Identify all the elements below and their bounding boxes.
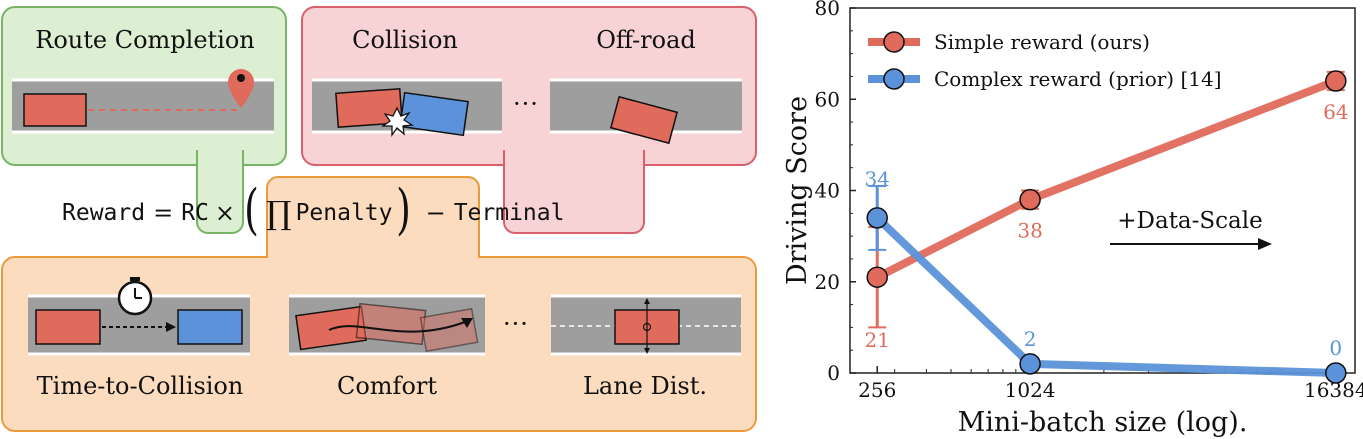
data-label-simple: 38 [1017, 219, 1042, 243]
data-point [1019, 353, 1041, 375]
collision-illustration [312, 78, 502, 138]
x-axis-label: Mini-batch size (log). [958, 407, 1248, 438]
data-label-complex: 34 [864, 167, 889, 191]
y-tick-label: 20 [815, 270, 840, 294]
y-tick-label: 40 [815, 179, 840, 203]
data-point [1019, 188, 1041, 211]
offroad-title: Off-road [596, 26, 696, 54]
formula-terminal: Terminal [453, 200, 565, 226]
terminal-connector [503, 150, 645, 234]
rc-connector [196, 150, 244, 234]
formula-reward: Reward [62, 200, 146, 226]
penalty-connector-joint [268, 252, 478, 262]
data-label-simple: 21 [864, 328, 889, 352]
lane-dist-title: Lane Dist. [582, 372, 708, 400]
data-label-complex: 0 [1329, 336, 1342, 360]
legend-label: Simple reward (ours) [934, 30, 1150, 54]
reward-formula: Reward = RC × ( ∏ Penalty ) − Terminal [62, 182, 564, 244]
penalty-connector [266, 176, 480, 266]
terminal-connector-joint [505, 146, 643, 156]
y-tick-label: 80 [815, 0, 840, 20]
formula-prod: ∏ [266, 194, 292, 232]
data-point [866, 207, 888, 229]
route-road-illustration [12, 69, 274, 134]
crash-star-icon [380, 106, 414, 138]
offroad-illustration [550, 78, 742, 145]
terminal-ellipsis: ··· [513, 90, 539, 118]
data-label-complex: 2 [1024, 327, 1037, 351]
series-line-simple [875, 77, 1338, 281]
formula-rc: RC [181, 200, 209, 226]
plot-frame [849, 7, 1356, 374]
formula-minus: − [425, 199, 446, 227]
x-tick-label: 1024 [1005, 378, 1056, 402]
x-tick-label: 256 [858, 378, 896, 402]
data-point [1325, 362, 1347, 384]
comfort-illustration [289, 294, 485, 356]
data-point [1325, 70, 1347, 92]
lane-dist-illustration [551, 294, 741, 356]
data-scale-annotation: +Data-Scale [1117, 208, 1262, 234]
y-axis-label: Driving Score [782, 96, 813, 285]
location-pin-icon [228, 69, 254, 108]
legend-marker [883, 68, 905, 90]
data-label-simple: 64 [1323, 100, 1348, 124]
formula-rparen: ) [395, 178, 411, 241]
y-tick-label: 0 [827, 361, 840, 385]
ttc-title: Time-to-Collision [36, 372, 244, 400]
formula-penalty: Penalty [295, 200, 393, 226]
route-completion-title: Route Completion [35, 26, 255, 54]
data-scale-arrow-head [1258, 238, 1272, 250]
rc-connector-joint [198, 146, 242, 156]
y-tick-label: 60 [815, 87, 840, 111]
formula-equals: = [153, 199, 174, 227]
legend-marker [883, 31, 905, 53]
penalty-ellipsis: ··· [503, 310, 529, 338]
formula-lparen: ( [244, 178, 259, 241]
comfort-title: Comfort [336, 372, 438, 400]
ttc-illustration [28, 277, 250, 356]
formula-times: × [214, 199, 236, 227]
collision-title: Collision [352, 26, 458, 54]
stopwatch-icon [117, 277, 153, 316]
data-point [866, 266, 888, 288]
legend-label: Complex reward (prior) [14] [934, 67, 1222, 91]
